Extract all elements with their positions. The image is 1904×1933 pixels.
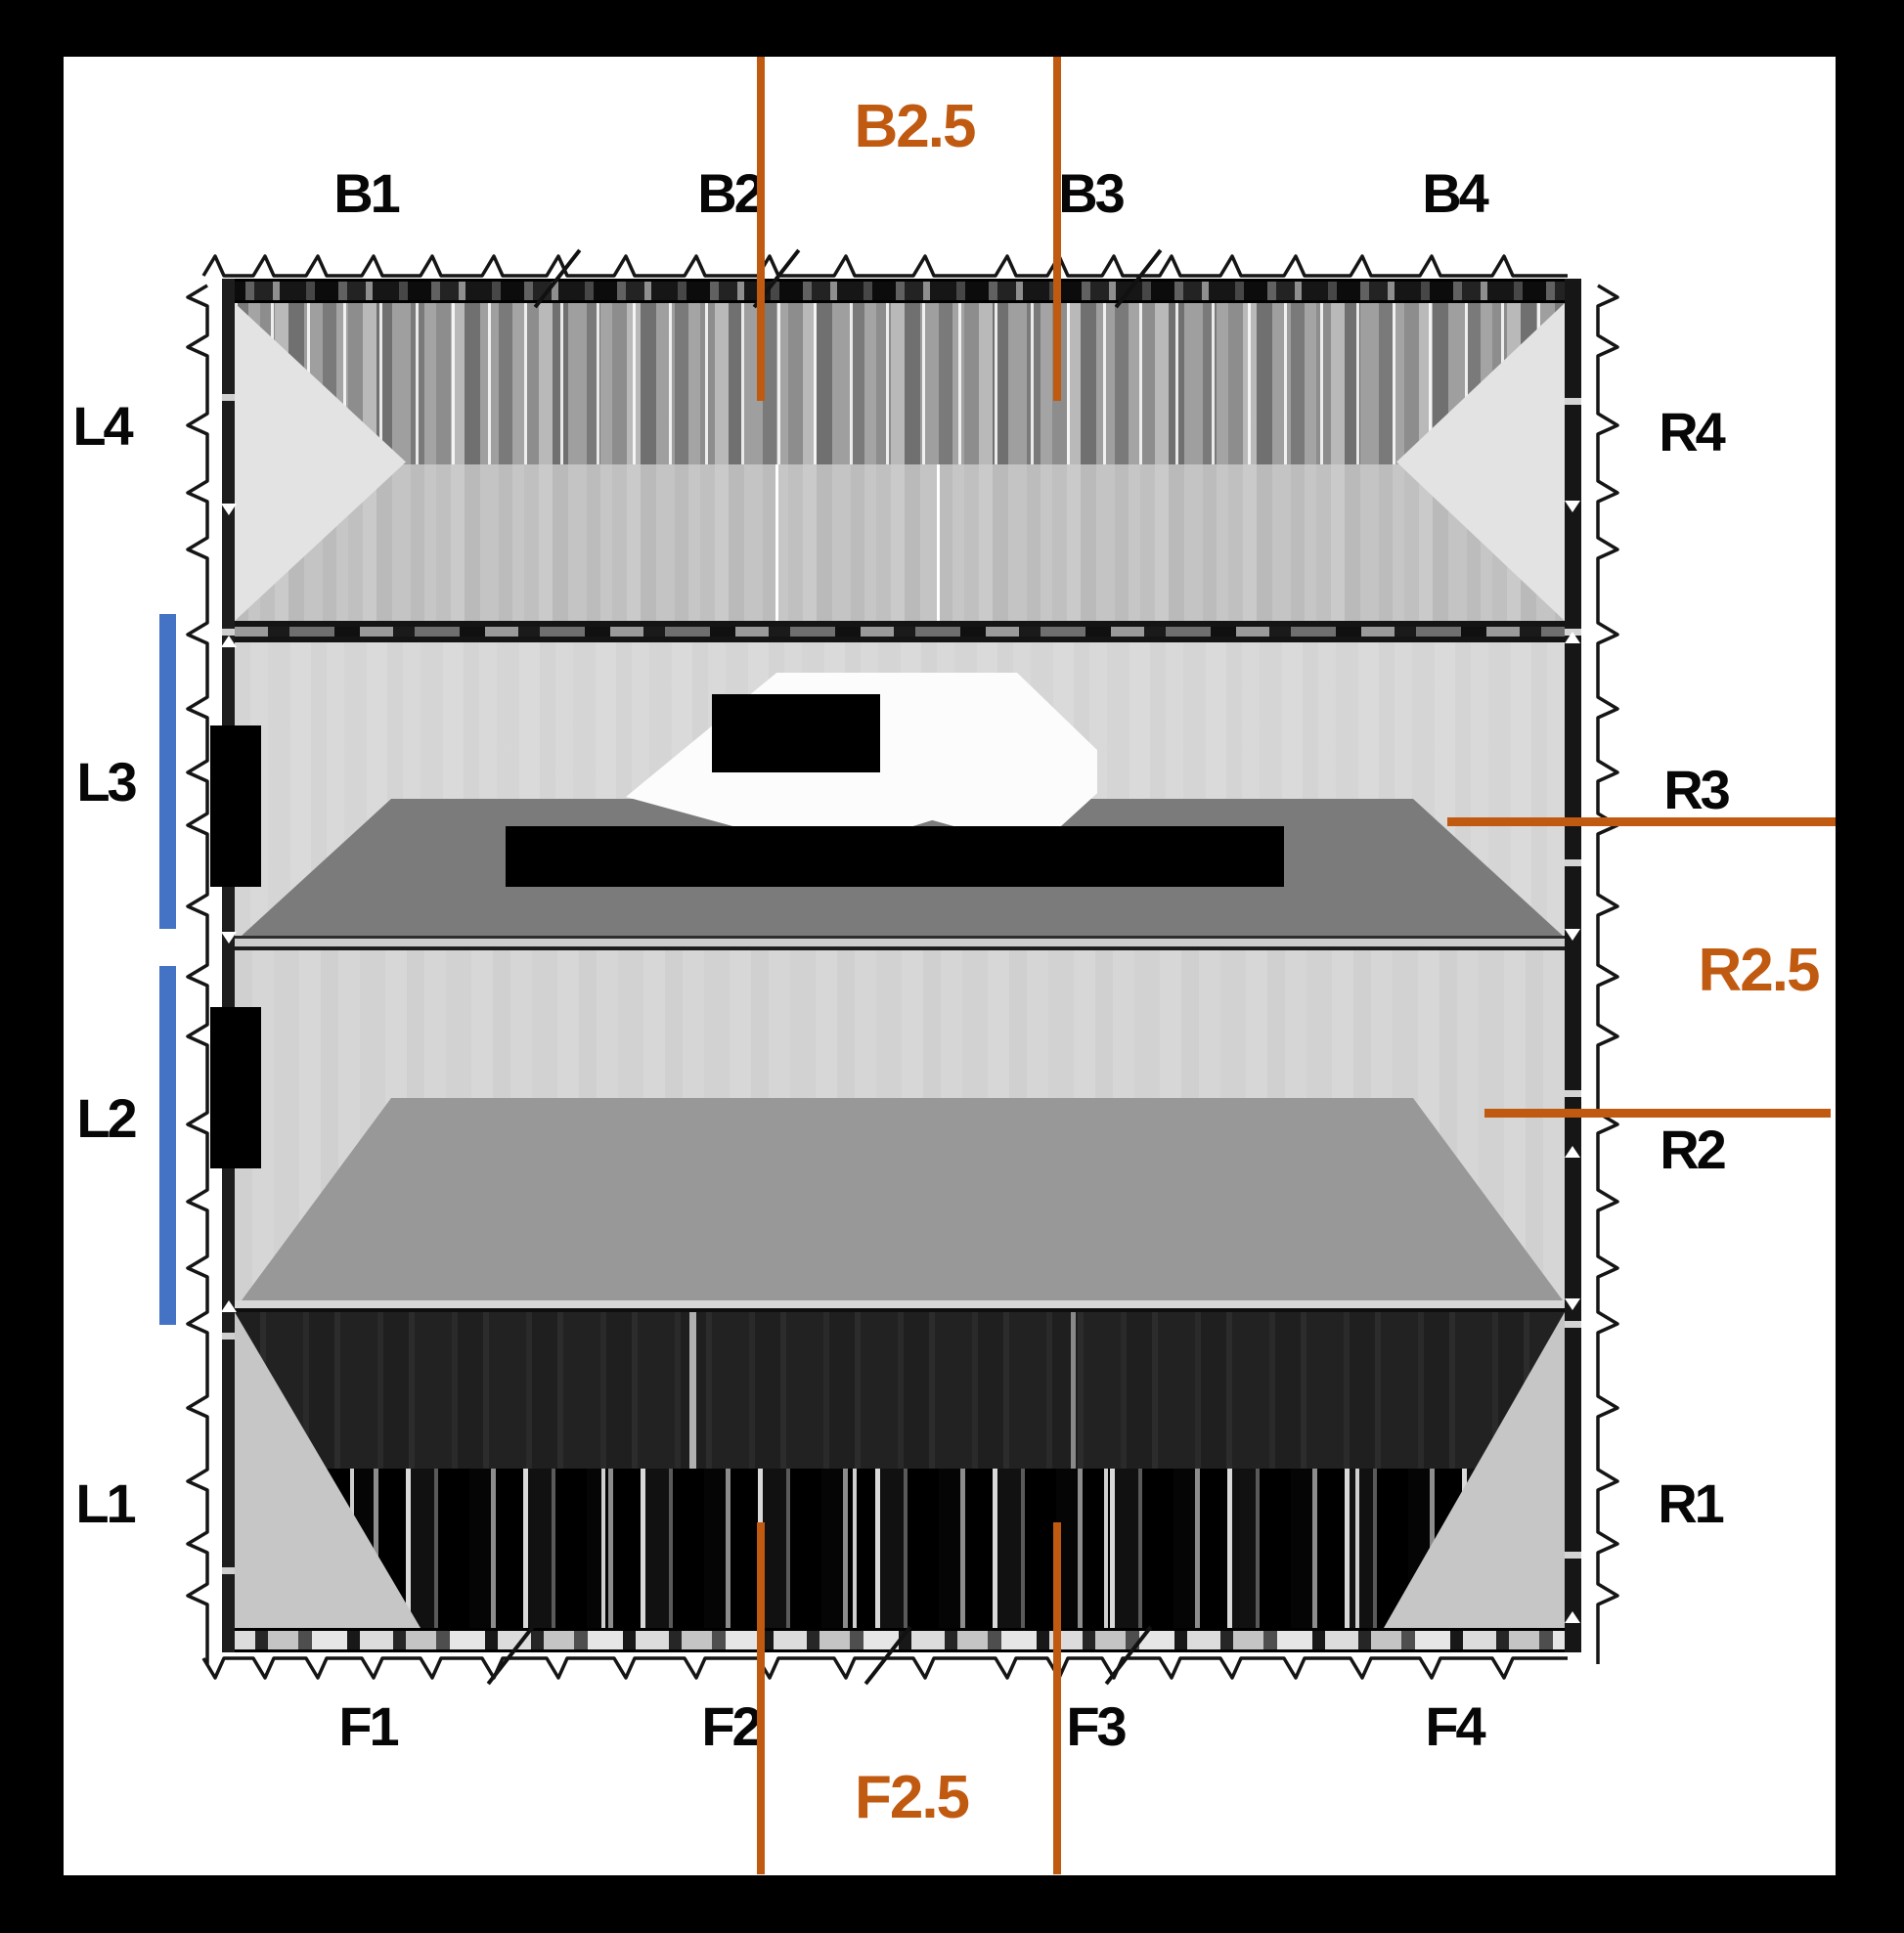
panel-seam (775, 464, 778, 621)
screenshot-frame (0, 0, 1904, 57)
blue-highlight-bar (159, 614, 176, 929)
wall-break-arrow (221, 636, 237, 647)
wall-break-arrow (221, 1300, 237, 1312)
section-line-r2-5-upper (1447, 817, 1837, 826)
back-roof-striping (235, 303, 1565, 464)
grid-label-b2: B2 (697, 162, 765, 224)
ridge-line (235, 621, 1565, 642)
section-line-f2-5-left (757, 1522, 765, 1874)
grid-label-b1: B1 (333, 162, 401, 224)
panel-seam (937, 464, 940, 621)
grid-label-b4: B4 (1422, 162, 1489, 224)
redacted-text-block (210, 725, 261, 887)
section-line-b2-5-left (757, 54, 765, 401)
plane-striping-faint (235, 1312, 1565, 1469)
blue-highlight-bar (159, 966, 176, 1325)
wall-break-arrow (1565, 929, 1580, 941)
top-wall-hatch (222, 279, 1581, 303)
wall-break-arrow (1565, 1146, 1580, 1158)
section-line-f2-5-right (1053, 1522, 1061, 1874)
wall-break-arrow (1565, 632, 1580, 643)
upper-middle-roof-plane (235, 642, 1565, 936)
back-roof-striping-faint (235, 464, 1565, 621)
panel-seam (689, 1312, 696, 1469)
ridge-line (235, 1300, 1565, 1312)
section-marker-f2-5: F2.5 (854, 1764, 970, 1831)
panel-seam (1071, 1312, 1076, 1469)
back-roof-plane (235, 303, 1565, 621)
grid-label-r2: R2 (1660, 1119, 1727, 1180)
roof-plan-drawing (235, 303, 1565, 1628)
screenshot-frame (0, 0, 64, 1933)
grid-label-l4: L4 (72, 395, 133, 457)
screenshot-frame (0, 1875, 1904, 1933)
roof-plane-mid (242, 1098, 1563, 1300)
grid-label-f2: F2 (701, 1695, 762, 1757)
front-roof-striping (235, 1469, 1565, 1628)
grid-label-r3: R3 (1663, 759, 1731, 820)
section-line-b2-5-right (1053, 54, 1061, 401)
wall-break-arrow (1565, 1611, 1580, 1623)
grid-label-r4: R4 (1659, 401, 1726, 462)
grid-label-r1: R1 (1658, 1472, 1725, 1534)
grid-label-f4: F4 (1425, 1695, 1485, 1757)
grid-label-l2: L2 (76, 1087, 137, 1149)
grid-label-l1: L1 (75, 1472, 136, 1534)
grid-label-l3: L3 (76, 751, 137, 813)
front-roof-plane (235, 1312, 1565, 1628)
wall-break-arrow (221, 504, 237, 515)
right-wall (1565, 279, 1581, 1652)
wall-break-arrow (221, 932, 237, 944)
left-wall (222, 279, 235, 1652)
redacted-text-block (506, 826, 1284, 887)
screenshot-frame (1836, 0, 1904, 1933)
section-marker-r2-5: R2.5 (1698, 937, 1821, 1004)
grid-label-f3: F3 (1066, 1695, 1127, 1757)
grid-label-f1: F1 (338, 1695, 399, 1757)
section-line-r2-5-lower (1484, 1109, 1831, 1118)
wall-break-arrow (1565, 501, 1580, 512)
lower-middle-roof-plane (235, 950, 1565, 1300)
section-marker-b2-5: B2.5 (854, 93, 977, 160)
redacted-text-block (712, 694, 880, 772)
grid-label-b3: B3 (1058, 162, 1126, 224)
wall-break-arrow (1565, 1298, 1580, 1310)
redacted-text-block (210, 1007, 261, 1168)
ridge-line (235, 936, 1565, 950)
